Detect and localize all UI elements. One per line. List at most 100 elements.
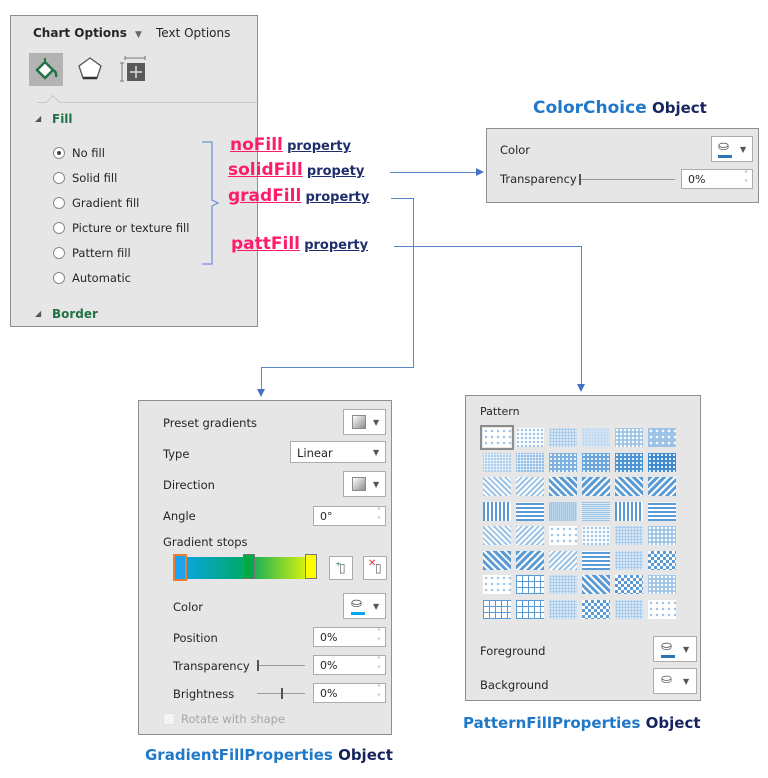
pattern-swatch[interactable] bbox=[483, 575, 511, 594]
foreground-color-button[interactable]: ⛀ ▼ bbox=[653, 636, 697, 662]
pattern-swatch[interactable] bbox=[516, 501, 544, 521]
brightness-slider[interactable] bbox=[257, 688, 305, 699]
pattern-swatch[interactable] bbox=[483, 550, 511, 570]
connector-solidfill bbox=[390, 172, 476, 173]
spinner-arrows-icon[interactable]: ˄˅ bbox=[377, 507, 381, 525]
pattern-swatch[interactable] bbox=[648, 550, 676, 570]
pattern-swatch[interactable] bbox=[582, 550, 610, 570]
pattern-grid[interactable] bbox=[480, 425, 688, 624]
pane-divider bbox=[37, 102, 259, 103]
angle-spinner[interactable]: 0° ˄˅ bbox=[313, 506, 386, 526]
pattern-swatch[interactable] bbox=[648, 575, 676, 594]
pattern-swatch[interactable] bbox=[582, 428, 610, 447]
spinner-arrows-icon[interactable]: ˄˅ bbox=[744, 170, 748, 188]
radio-button[interactable] bbox=[53, 247, 65, 259]
radio-button[interactable] bbox=[53, 272, 65, 284]
slider-thumb[interactable] bbox=[579, 174, 581, 185]
tab-chart-options[interactable]: Chart Options ▼ bbox=[33, 26, 142, 40]
pattern-swatch[interactable] bbox=[483, 599, 511, 619]
pattern-swatch[interactable] bbox=[648, 501, 676, 521]
pattern-swatch[interactable] bbox=[516, 452, 544, 472]
pattern-swatch[interactable] bbox=[582, 452, 610, 472]
fill-line-tab[interactable] bbox=[29, 53, 63, 86]
radio-button[interactable] bbox=[53, 222, 65, 234]
stop-color-picker-button[interactable]: ⛀ ▼ bbox=[343, 593, 386, 619]
pattern-swatch[interactable] bbox=[615, 550, 643, 570]
radio-button[interactable] bbox=[53, 197, 65, 209]
spinner-arrows-icon[interactable]: ˄˅ bbox=[377, 656, 381, 674]
transparency-spinner[interactable]: 0% ˄˅ bbox=[313, 655, 386, 675]
pattern-swatch[interactable] bbox=[615, 599, 643, 619]
pattern-swatch[interactable] bbox=[549, 550, 577, 570]
spinner-arrows-icon[interactable]: ˄˅ bbox=[377, 684, 381, 702]
pattern-swatch[interactable] bbox=[615, 575, 643, 594]
foreground-label: Foreground bbox=[480, 644, 546, 658]
pattern-fill-panel: Pattern Foreground ⛀ ▼ Background ⛀ ▼ bbox=[465, 395, 701, 701]
pattern-swatch[interactable] bbox=[582, 575, 610, 594]
gradient-stop-3[interactable] bbox=[305, 554, 317, 579]
preset-gradients-dropdown[interactable]: ▼ bbox=[343, 409, 386, 435]
transparency-slider[interactable] bbox=[579, 174, 675, 185]
pattern-swatch[interactable] bbox=[549, 599, 577, 619]
spinner-arrows-icon[interactable]: ˄˅ bbox=[377, 628, 381, 646]
pattern-swatch[interactable] bbox=[582, 526, 610, 545]
pattern-swatch[interactable] bbox=[483, 477, 511, 496]
pattern-swatch[interactable] bbox=[483, 501, 511, 521]
pattern-swatch[interactable] bbox=[549, 452, 577, 472]
pattern-swatch[interactable] bbox=[615, 428, 643, 447]
connector-pattfill-drop bbox=[581, 246, 582, 384]
pattern-swatch[interactable] bbox=[516, 526, 544, 545]
pattern-swatch[interactable] bbox=[516, 599, 544, 619]
gradient-stop-2[interactable] bbox=[243, 554, 255, 579]
pattern-swatch[interactable] bbox=[483, 452, 511, 472]
pattern-swatch[interactable] bbox=[582, 501, 610, 521]
slider-thumb[interactable] bbox=[257, 660, 259, 671]
connector-gradfill-vertical bbox=[413, 198, 414, 367]
pattern-swatch[interactable] bbox=[615, 526, 643, 545]
remove-gradient-stop-button[interactable]: ✕ ▯ bbox=[363, 556, 387, 580]
pattern-swatch[interactable] bbox=[483, 526, 511, 545]
pattern-swatch[interactable] bbox=[582, 599, 610, 619]
pattern-swatch[interactable] bbox=[648, 599, 676, 619]
tab-text-options[interactable]: Text Options bbox=[156, 26, 231, 40]
color-picker-button[interactable]: ⛀ ▼ bbox=[711, 136, 753, 162]
pattern-swatch[interactable] bbox=[516, 428, 544, 447]
add-gradient-stop-button[interactable]: ⁺ ▯ bbox=[329, 556, 353, 580]
pattern-swatch[interactable] bbox=[516, 575, 544, 594]
pattern-swatch[interactable] bbox=[549, 501, 577, 521]
chevron-down-icon: ▼ bbox=[373, 602, 380, 611]
brightness-spinner[interactable]: 0% ˄˅ bbox=[313, 683, 386, 703]
direction-label: Direction bbox=[163, 478, 215, 492]
size-properties-tab[interactable] bbox=[117, 54, 149, 84]
background-color-button[interactable]: ⛀ ▼ bbox=[653, 668, 697, 694]
pattern-swatch[interactable] bbox=[648, 428, 676, 447]
pattern-swatch[interactable] bbox=[615, 477, 643, 496]
checkbox[interactable] bbox=[163, 713, 175, 725]
collapse-triangle-icon: ◢ bbox=[35, 114, 42, 123]
pattern-swatch[interactable] bbox=[648, 526, 676, 545]
effects-tab[interactable] bbox=[75, 54, 105, 84]
gradient-stop-1[interactable] bbox=[173, 554, 187, 581]
pattern-swatch[interactable] bbox=[480, 425, 514, 450]
pattern-swatch[interactable] bbox=[516, 550, 544, 570]
direction-dropdown[interactable]: ▼ bbox=[343, 471, 386, 497]
pattern-swatch[interactable] bbox=[648, 452, 676, 472]
transparency-slider[interactable] bbox=[257, 660, 305, 671]
transparency-spinner[interactable]: 0% ˄˅ bbox=[681, 169, 753, 189]
pattern-swatch[interactable] bbox=[549, 477, 577, 496]
arrow-head-icon bbox=[476, 168, 484, 176]
pattern-swatch[interactable] bbox=[549, 428, 577, 447]
pattern-swatch[interactable] bbox=[549, 575, 577, 594]
pattern-swatch[interactable] bbox=[549, 526, 577, 545]
paint-bucket-icon: ⛀ bbox=[351, 596, 362, 611]
pattern-swatch[interactable] bbox=[648, 477, 676, 496]
pattern-swatch[interactable] bbox=[516, 477, 544, 496]
position-spinner[interactable]: 0% ˄˅ bbox=[313, 627, 386, 647]
pattern-swatch[interactable] bbox=[615, 452, 643, 472]
type-dropdown[interactable]: Linear ▼ bbox=[290, 441, 386, 463]
slider-thumb[interactable] bbox=[281, 688, 283, 699]
pattern-swatch[interactable] bbox=[582, 477, 610, 496]
pattern-swatch[interactable] bbox=[615, 501, 643, 521]
radio-button[interactable] bbox=[53, 172, 65, 184]
radio-button[interactable] bbox=[53, 147, 65, 159]
